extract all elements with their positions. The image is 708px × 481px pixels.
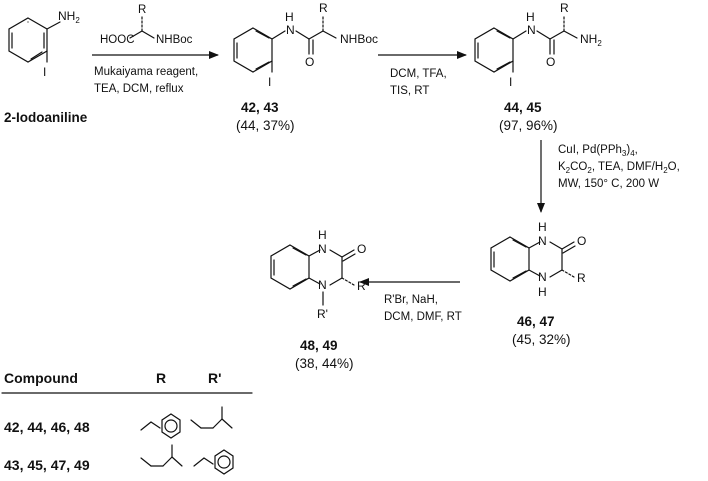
row2-compound: 43, 45, 47, 49 bbox=[4, 457, 90, 473]
nh2-label: NH2 bbox=[58, 9, 80, 25]
step2-conditions-line2: TIS, RT bbox=[390, 85, 429, 97]
r-label: R bbox=[560, 1, 569, 15]
table-row: 42, 44, 46, 48 bbox=[4, 406, 233, 439]
compound-42-43-yield: (44, 37%) bbox=[236, 118, 295, 133]
iodine-label: I bbox=[43, 65, 46, 79]
step1-reagent-amino-acid: HOOC R NHBoc bbox=[100, 4, 193, 46]
h-top-label: H bbox=[538, 220, 547, 234]
iodine-label: I bbox=[509, 75, 512, 89]
structure-46-47: H N O N H R bbox=[490, 220, 586, 299]
r-label: R bbox=[577, 271, 586, 285]
nhboc-label: NHBoc bbox=[340, 32, 378, 46]
compound-48-49-id: 48, 49 bbox=[300, 338, 338, 353]
o-label: O bbox=[305, 55, 314, 69]
h-top-label: H bbox=[318, 228, 327, 242]
step4-conditions-line1: R'Br, NaH, bbox=[384, 294, 438, 306]
isobutyl-icon bbox=[190, 406, 233, 429]
h-label: H bbox=[285, 10, 294, 24]
compound-46-47-yield: (45, 32%) bbox=[512, 332, 571, 347]
h-label: H bbox=[526, 10, 535, 24]
n-bot-label: N bbox=[538, 270, 547, 284]
step4-conditions-line2: DCM, DMF, RT bbox=[384, 311, 462, 323]
structure-44-45: H N O R NH2 I bbox=[474, 1, 602, 89]
r-label: R bbox=[357, 279, 366, 293]
benzyl-icon bbox=[140, 413, 181, 439]
table-header-compound: Compound bbox=[4, 370, 78, 386]
hooc-label: HOOC bbox=[100, 34, 135, 46]
table-header-r: R bbox=[156, 370, 166, 386]
o-label: O bbox=[577, 234, 586, 248]
compound-44-45-yield: (97, 96%) bbox=[499, 118, 558, 133]
table-row: 43, 45, 47, 49 bbox=[4, 444, 234, 475]
starting-material-name: 2-Iodoaniline bbox=[4, 110, 88, 125]
structure-42-43: H N O R NHBoc I bbox=[233, 1, 378, 89]
o-label: O bbox=[357, 242, 366, 256]
step3-conditions-line2: K2CO2, TEA, DMF/H2O, bbox=[558, 161, 680, 175]
n-label: N bbox=[286, 23, 295, 37]
row1-compound: 42, 44, 46, 48 bbox=[4, 419, 90, 435]
n-top-label: N bbox=[318, 242, 327, 256]
n-top-label: N bbox=[538, 234, 547, 248]
o-label: O bbox=[546, 55, 555, 69]
step3-conditions-line1: CuI, Pd(PPh3)4, bbox=[558, 144, 638, 158]
r-label: R bbox=[138, 4, 146, 16]
h-bot-label: H bbox=[538, 285, 547, 299]
n-bot-label: N bbox=[318, 278, 327, 292]
compound-48-49-yield: (38, 44%) bbox=[295, 356, 354, 371]
structure-48-49: H N O N R' R bbox=[270, 228, 366, 321]
structure-2-iodoaniline: NH2 I bbox=[8, 9, 80, 79]
step3-conditions-line3: MW, 150° C, 200 W bbox=[558, 178, 659, 190]
table-header-r-prime: R' bbox=[208, 370, 221, 386]
isobutyl-icon bbox=[140, 444, 183, 467]
step1-conditions-line1: Mukaiyama reagent, bbox=[94, 66, 198, 78]
compound-46-47-id: 46, 47 bbox=[517, 314, 555, 329]
r-label: R bbox=[319, 1, 328, 15]
step2-conditions-line1: DCM, TFA, bbox=[390, 68, 447, 80]
compound-42-43-id: 42, 43 bbox=[241, 100, 279, 115]
compound-44-45-id: 44, 45 bbox=[504, 100, 542, 115]
benzyl-icon bbox=[193, 449, 234, 475]
iodine-label: I bbox=[268, 75, 271, 89]
r-prime-label: R' bbox=[317, 307, 328, 321]
n-label: N bbox=[527, 23, 536, 37]
step1-conditions-line2: TEA, DCM, reflux bbox=[94, 83, 184, 95]
nhboc-label: NHBoc bbox=[156, 34, 193, 46]
nh2-label: NH2 bbox=[580, 32, 602, 48]
substituent-table: Compound R R' 42, 44, 46, 48 43, 45 bbox=[1, 370, 253, 475]
